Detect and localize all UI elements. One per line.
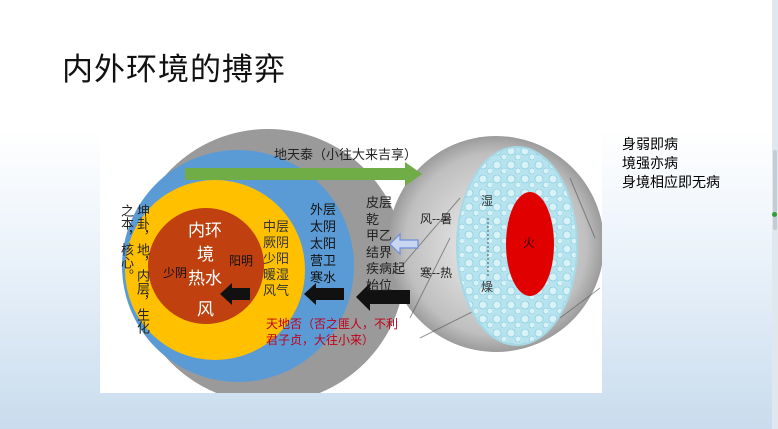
side-notes: 身弱即病 境强亦病 身境相应即无病 xyxy=(622,136,720,193)
scrollbar[interactable] xyxy=(772,0,778,429)
blue-line-1: 外层 xyxy=(310,203,337,218)
top-label: 地天泰（小往大来吉享） xyxy=(274,148,418,163)
gray-line-6: 始位 xyxy=(366,278,393,294)
diagram-svg xyxy=(122,129,602,393)
yellow-line-3: 少阳 xyxy=(263,252,290,267)
note-line-3: 身境相应即无病 xyxy=(622,175,720,191)
yellow-line-5: 风气 xyxy=(263,284,290,299)
yellow-line-4: 暖湿 xyxy=(263,268,290,283)
hollow-arrow xyxy=(389,232,419,256)
core-line-3: 热水 xyxy=(188,269,222,289)
blue-line-2: 太阴 xyxy=(310,220,337,235)
blue-line-5: 寒水 xyxy=(310,271,337,286)
core-line-1: 内环 xyxy=(188,221,222,241)
gray-line-4: 结界 xyxy=(366,245,393,261)
indicator-dot xyxy=(772,212,777,217)
core-line-2: 境 xyxy=(197,245,214,265)
black-arrow-middle xyxy=(304,283,344,305)
damp-label: 湿 xyxy=(481,194,494,208)
slide-title: 内外环境的搏弈 xyxy=(62,52,286,88)
note-line-1: 身弱即病 xyxy=(622,137,678,153)
left-col1: 坤卦，地，内层，生化 xyxy=(134,204,149,334)
yellow-ring-text: 中层 厥阴 少阳 暖湿 风气 xyxy=(263,220,289,300)
gray-line-1: 皮层 xyxy=(366,196,393,211)
bottom-label-2: 君子贞，大往小来） xyxy=(266,333,375,347)
left-col2: 之本，核心。 xyxy=(118,204,133,282)
blue-ring-text: 外层 太阴 太阳 营卫 寒水 xyxy=(310,202,336,287)
dry-label: 燥 xyxy=(481,280,494,294)
tree-branches xyxy=(399,177,601,339)
black-arrow-inner xyxy=(220,283,250,305)
gray-ring-text: 皮层 乾 甲乙 结界 疾病起 始位 xyxy=(366,196,405,295)
yangming-label: 阳明 xyxy=(229,254,254,268)
fire-label: 火 xyxy=(523,236,536,250)
gray-line-5: 疾病起 xyxy=(366,262,406,277)
note-line-2: 境强亦病 xyxy=(622,156,678,172)
yellow-line-1: 中层 xyxy=(263,220,290,235)
shaoyin-label: 少阴 xyxy=(163,266,188,280)
scrollbar-thumb[interactable] xyxy=(773,150,777,230)
gray-line-3: 甲乙 xyxy=(366,229,393,244)
diagram-figure: 地天泰（小往大来吉享） 天地否（否之匪人，不利 君子贞，大往小来） 坤卦，地，内… xyxy=(100,118,602,393)
black-arrow-outer xyxy=(356,283,410,311)
cold-heat-label: 寒--热 xyxy=(420,266,453,280)
core-line-4: 风 xyxy=(197,300,214,320)
blue-line-3: 太阳 xyxy=(310,237,337,252)
fire-ellipse xyxy=(506,192,554,296)
green-arrow xyxy=(185,162,422,186)
wind-summer-label: 风--暑 xyxy=(420,212,453,226)
gray-line-2: 乾 xyxy=(366,212,380,228)
bottom-label-1: 天地否（否之匪人，不利 xyxy=(266,317,399,331)
blue-line-4: 营卫 xyxy=(310,254,337,269)
yellow-line-2: 厥阴 xyxy=(263,236,290,251)
